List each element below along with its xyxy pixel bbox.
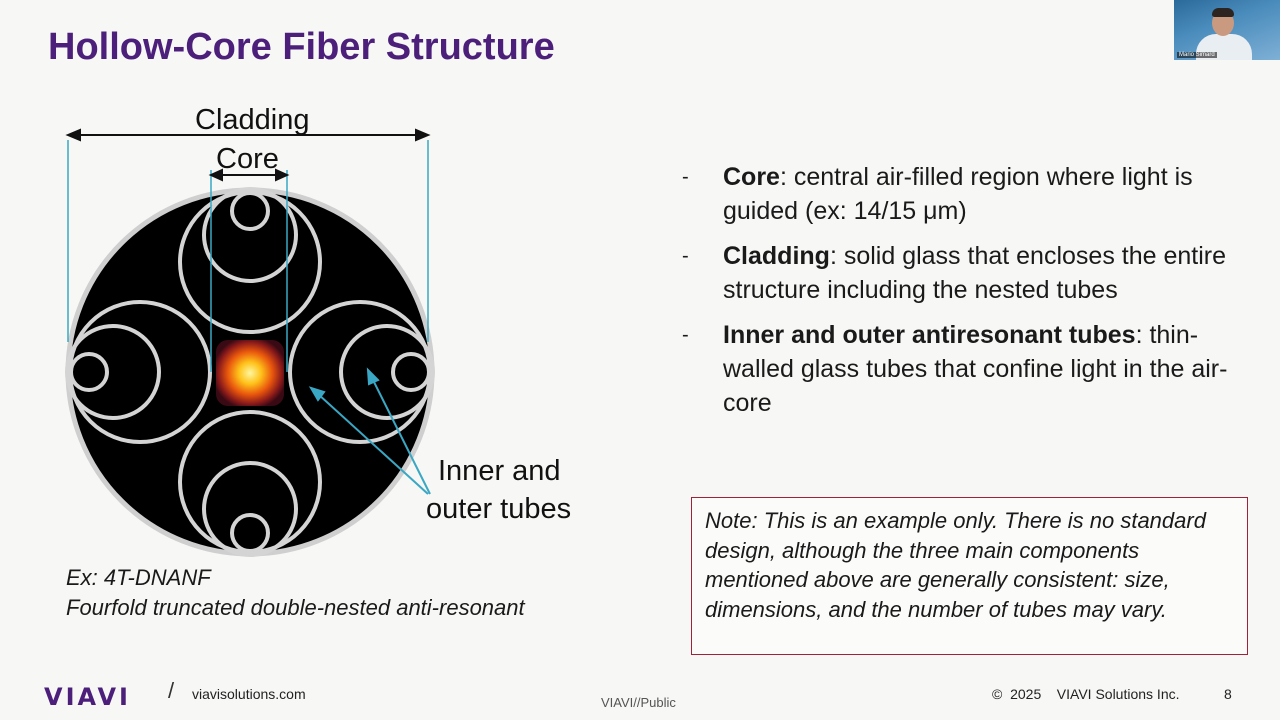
antiresonant-tubes: [65, 187, 435, 557]
cladding-dimension-arrow: [65, 128, 431, 142]
example-line2: Fourfold truncated double-nested anti-re…: [66, 594, 525, 620]
fiber-cross-section-diagram: [65, 128, 435, 557]
participant-hair: [1212, 8, 1234, 17]
core-label: Core: [216, 143, 279, 175]
bullet-tubes: - Inner and outer antiresonant tubes: th…: [682, 318, 1242, 420]
small-tube-bottom: [230, 513, 270, 553]
core-light-mode: [216, 340, 284, 406]
footer-separator: /: [168, 678, 175, 703]
bullet-list: - Core: central air-filled region where …: [682, 160, 1242, 431]
small-tube-top: [230, 191, 270, 231]
bullet-term: Cladding: [723, 242, 830, 270]
bullet-cladding: - Cladding: solid glass that encloses th…: [682, 239, 1242, 307]
tubes-pointer-arrows: [308, 367, 431, 495]
note-box: Note: This is an example only. There is …: [691, 497, 1248, 655]
dimension-guides: [67, 140, 429, 372]
inner-tube-top: [202, 187, 298, 283]
inner-tube-right: [339, 324, 435, 420]
participant-video-thumbnail[interactable]: Mario Simard: [1174, 0, 1280, 60]
footer-url: viavisolutions.com: [192, 686, 306, 702]
bullet-term: Core: [723, 163, 780, 191]
participant-name: Mario Simard: [1177, 52, 1217, 58]
cladding-label: Cladding: [195, 104, 310, 136]
bullet-term: Inner and outer antiresonant tubes: [723, 321, 1136, 349]
example-caption: Ex: 4T-DNANF Fourfold truncated double-n…: [66, 563, 526, 622]
slide-title: Hollow-Core Fiber Structure: [48, 26, 555, 68]
bullet-marker: -: [682, 166, 689, 188]
inner-tube-bottom: [202, 461, 298, 557]
bullet-marker: -: [682, 245, 689, 267]
tubes-label-line2: outer tubes: [426, 493, 572, 525]
bullet-text: : thin-walled glass tubes that confine l…: [723, 321, 1228, 417]
page-number: 8: [1224, 686, 1232, 702]
viavi-logo: VIAVI: [44, 683, 131, 711]
footer-classification: VIAVI//Public: [601, 695, 676, 710]
bullet-marker: -: [682, 324, 689, 346]
example-line1: Ex: 4T-DNANF: [66, 565, 211, 590]
small-tube-left: [69, 352, 109, 392]
bullet-text: : central air-filled region where light …: [723, 163, 1193, 225]
footer-copyright: © 2025 VIAVI Solutions Inc.: [992, 686, 1180, 702]
tubes-label-line1: Inner and: [438, 455, 561, 487]
small-tube-right: [391, 352, 431, 392]
bullet-core: - Core: central air-filled region where …: [682, 160, 1242, 228]
inner-tube-left: [65, 324, 161, 420]
bullet-text: : solid glass that encloses the entire s…: [723, 242, 1226, 304]
core-dimension-arrow: [208, 168, 290, 182]
